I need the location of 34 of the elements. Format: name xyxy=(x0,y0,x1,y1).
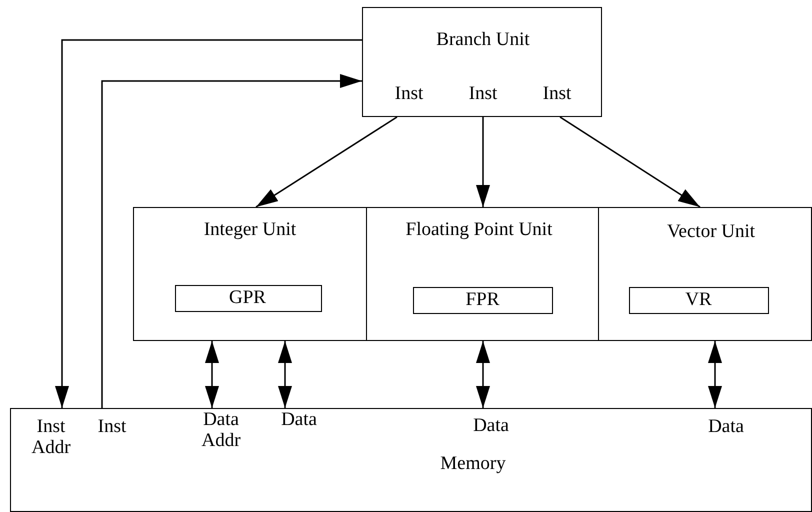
port-label: Inst Addr xyxy=(30,417,72,459)
unit-box xyxy=(362,7,602,117)
unit-title: Integer Unit xyxy=(202,220,298,241)
unit-title: Memory xyxy=(439,454,507,475)
port-label: Data xyxy=(280,410,318,431)
arrow xyxy=(560,116,700,208)
port-label: Inst xyxy=(394,84,424,105)
arrow xyxy=(55,39,362,408)
port-label: Inst xyxy=(96,417,128,438)
port-label: Data xyxy=(707,417,745,438)
register-box xyxy=(412,286,552,314)
arrow xyxy=(476,117,490,207)
register-label: VR xyxy=(684,290,713,310)
unit-title: Branch Unit xyxy=(435,30,531,51)
register-label: FPR xyxy=(464,290,500,310)
unit-title: Vector Unit xyxy=(666,222,756,243)
arrow xyxy=(101,74,362,408)
arrow xyxy=(205,341,219,408)
port-label: Inst xyxy=(542,84,572,105)
arrow xyxy=(256,116,398,208)
arrow xyxy=(476,341,490,408)
port-label: Data Addr xyxy=(200,410,242,452)
memory-box xyxy=(10,408,812,512)
port-label: Inst xyxy=(468,84,498,105)
unit-box xyxy=(133,207,367,341)
port-label: Data xyxy=(472,416,510,437)
register-label: GPR xyxy=(228,288,267,308)
register-box xyxy=(174,284,322,312)
arrow xyxy=(278,341,292,408)
arrow xyxy=(708,341,722,408)
register-box xyxy=(628,286,768,314)
unit-box xyxy=(366,207,599,341)
unit-box xyxy=(598,207,812,341)
unit-title: Floating Point Unit xyxy=(404,220,554,241)
